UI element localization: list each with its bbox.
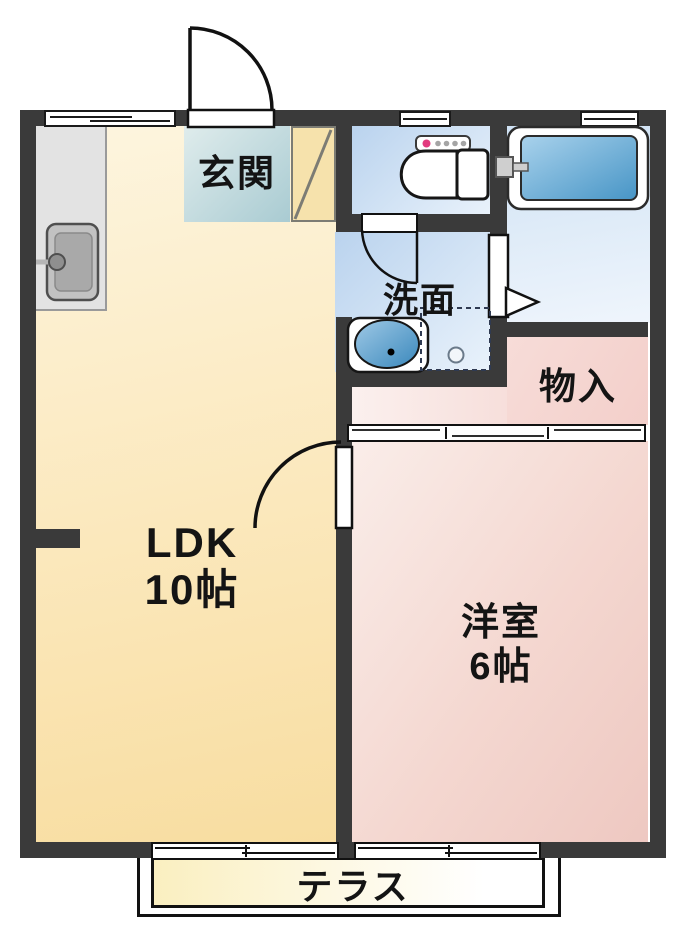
western-room-name: 洋室 [460, 601, 542, 644]
ldk-label: LDK 10帖 [145, 519, 240, 613]
western-room-area: 6帖 [469, 646, 533, 688]
storage-label: 物入 [539, 366, 617, 407]
wall-bathroom-bottom [490, 322, 648, 337]
entrance-swing-door [186, 26, 276, 129]
terrace-floor [151, 857, 545, 908]
washbasin-icon [346, 316, 430, 374]
entrance-label: 玄関 [198, 153, 276, 194]
toilet-window-icon [399, 111, 451, 127]
western-terrace-window-icon [354, 842, 541, 860]
western-room-floor [352, 441, 648, 843]
wall-stub-left [36, 529, 80, 548]
bathroom-window-icon [580, 111, 639, 127]
terrace-label: テラス [296, 866, 410, 907]
closet-sliding-door-icon [347, 424, 646, 442]
wall-washroom-bottom [336, 370, 507, 387]
ldk-terrace-window-icon [151, 842, 339, 860]
entrance-floor [184, 126, 290, 222]
shoe-cabinet-diagonal [293, 129, 333, 220]
western-room-label: 洋室 6帖 [461, 601, 541, 689]
ldk-name: LDK [145, 518, 239, 566]
wall-left [20, 110, 36, 858]
bathtub-icon [495, 125, 650, 211]
storage-floor [507, 337, 648, 425]
washroom-label: 洗面 [382, 281, 458, 321]
ldk-area: 10帖 [144, 566, 240, 613]
terrace-deck [137, 850, 561, 917]
ldk-swing-door [253, 440, 354, 530]
kitchen-sink-icon [36, 222, 100, 302]
toilet-icon [399, 135, 490, 201]
bathroom-door [487, 233, 542, 319]
kitchen-window-icon [44, 110, 176, 127]
wall-ldk-western-room [336, 528, 352, 858]
wall-right [650, 110, 666, 858]
wall-entrance-toilet [336, 110, 352, 232]
washing-machine-space-icon [420, 307, 491, 371]
toilet-swing-door [360, 213, 419, 285]
